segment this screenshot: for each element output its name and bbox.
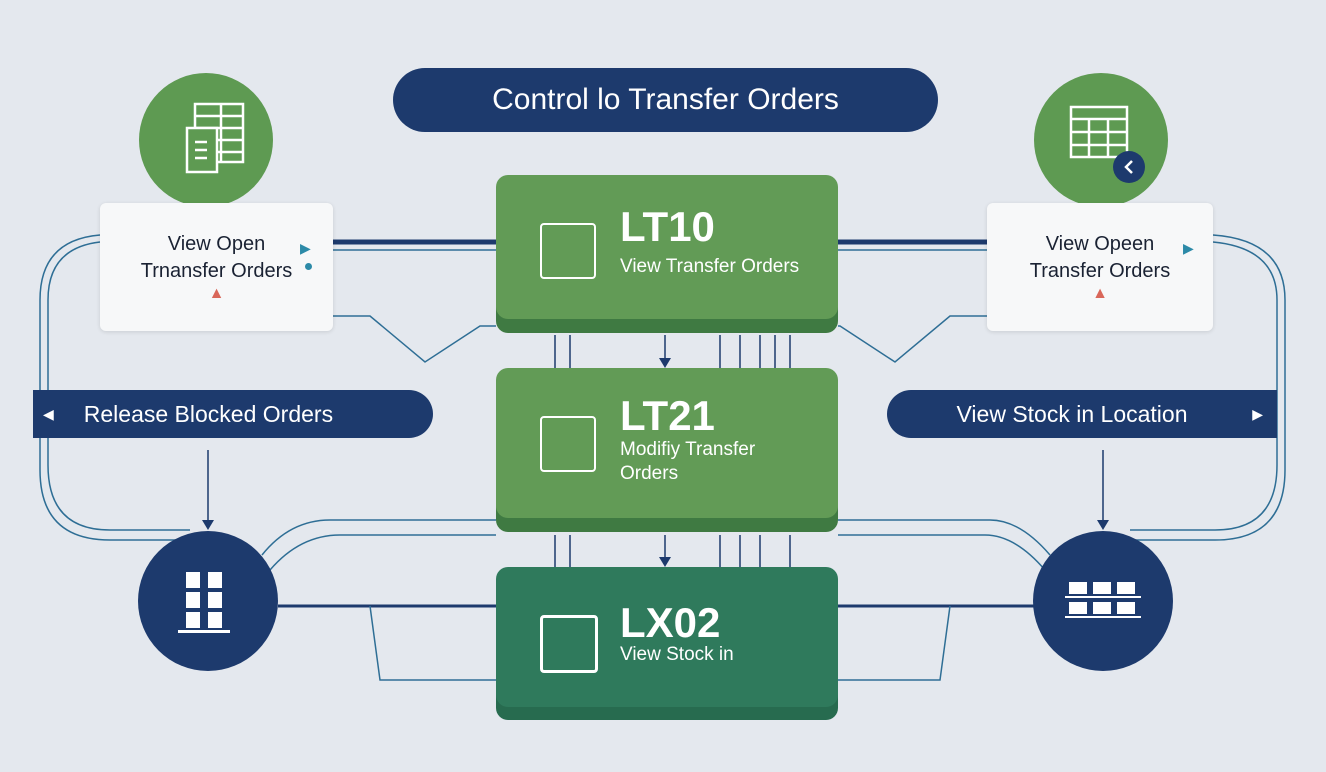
arrow-left-icon: ◀ xyxy=(43,405,54,422)
lt10-box[interactable]: LT10 View Transfer Orders xyxy=(496,175,838,319)
tcode: LT21 xyxy=(620,392,715,439)
tcode: LT10 xyxy=(620,203,715,250)
spreadsheet-icon xyxy=(139,73,273,207)
release-blocked-orders-button[interactable]: ◀ Release Blocked Orders xyxy=(33,390,433,438)
card-line2: Trnansfer Orders xyxy=(140,260,293,282)
view-open-transfer-orders-card-right[interactable]: View Opeen Transfer Orders ▲ ▶ xyxy=(987,203,1213,331)
triangle-icon: ▲ xyxy=(208,285,225,302)
pill-label: Release Blocked Orders xyxy=(83,400,334,427)
view-open-transfer-orders-card-left[interactable]: View Open Trnansfer Orders ▲ ▶ xyxy=(100,203,333,331)
lx02-box[interactable]: LX02 View Stock in xyxy=(496,567,838,707)
play-icon: ▶ xyxy=(300,240,311,256)
list-icon xyxy=(540,223,596,279)
pill-label: View Stock in Location xyxy=(956,400,1188,427)
card-line2: Transfer Orders xyxy=(1029,260,1171,282)
lt21-box[interactable]: LT21 Modifiy Transfer Orders xyxy=(496,368,838,518)
dot-icon xyxy=(305,263,312,270)
stock-display-icon xyxy=(540,615,598,673)
view-stock-in-location-button[interactable]: View Stock in Location ▶ xyxy=(887,390,1277,438)
calendar-icon xyxy=(1034,73,1168,207)
tcode-desc: Modifiy Transfer Orders xyxy=(620,439,756,484)
storage-bins-icon xyxy=(1033,531,1173,671)
page-title: Control lo Transfer Orders xyxy=(393,68,938,132)
tcode-desc: View Stock in xyxy=(620,644,734,665)
list-icon xyxy=(540,416,596,472)
arrow-right-icon: ▶ xyxy=(1252,405,1263,422)
card-line1: View Open xyxy=(167,233,266,255)
card-line1: View Opeen xyxy=(1045,233,1155,255)
play-icon: ▶ xyxy=(1183,240,1194,256)
tcode-desc: View Transfer Orders xyxy=(620,256,800,277)
warehouse-rack-icon xyxy=(138,531,278,671)
triangle-icon: ▲ xyxy=(1092,285,1108,302)
tcode: LX02 xyxy=(620,599,721,646)
